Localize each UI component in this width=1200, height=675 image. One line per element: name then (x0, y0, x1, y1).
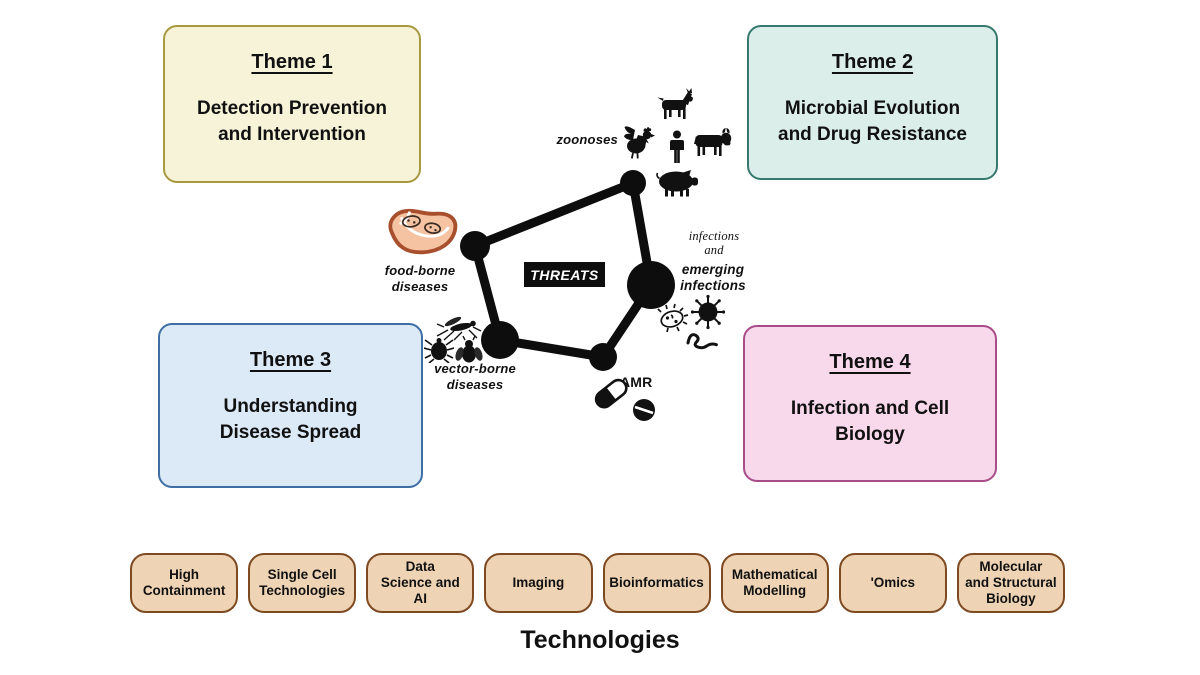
tech-label: Molecular and Structural Biology (965, 558, 1057, 607)
theme-3-box: Theme 3 Understanding Disease Spread (158, 323, 423, 488)
tech-label: 'Omics (870, 574, 916, 590)
tech-label: Imaging (512, 574, 565, 590)
zoonoses-label: zoonoses (556, 132, 618, 147)
vector-borne-diseases-label: vector-borne diseases (434, 361, 516, 392)
theme-1-description: Detection Prevention and Intervention (196, 98, 388, 145)
theme-4-description: Infection and Cell Biology (790, 398, 950, 445)
tablet-icon (633, 399, 655, 421)
theme-4-box: Theme 4 Infection and Cell Biology (743, 325, 997, 482)
tech-label: Bioinformatics (609, 574, 704, 590)
theme-4-title: Theme 4 (829, 351, 911, 373)
tech-box-single-cell-technologies: Single Cell Technologies (248, 553, 357, 613)
meat-icon (388, 208, 458, 255)
threat-node-vector-borne (481, 321, 519, 359)
technologies-title: Technologies (520, 626, 680, 654)
infections-and-label: infections and (688, 229, 740, 257)
rooster-icon (624, 126, 655, 159)
goat-icon (657, 88, 693, 119)
tech-box-mathematical-modelling: Mathematical Modelling (720, 553, 829, 613)
tech-box-imaging: Imaging (484, 553, 593, 613)
tech-box-data-science-and-ai: Data Science and AI (366, 553, 475, 613)
threat-node-food-borne (460, 231, 490, 261)
tech-label: High Containment (142, 566, 226, 598)
threat-node-zoonoses (620, 170, 646, 196)
theme-2-box: Theme 2 Microbial Evolution and Drug Res… (747, 25, 998, 180)
theme-1-box: Theme 1 Detection Prevention and Interve… (163, 25, 421, 183)
technologies-row: High Containment Single Cell Technologie… (130, 553, 1065, 613)
theme-3-description: Understanding Disease Spread (219, 396, 362, 443)
threats-center-label: THREATS (524, 262, 605, 287)
person-icon (670, 130, 684, 163)
theme-2-title: Theme 2 (831, 51, 914, 73)
bacteria-icon (657, 303, 689, 333)
worm-icon (686, 333, 718, 350)
tech-box-omics: 'Omics (838, 553, 947, 613)
tick-icon (424, 338, 454, 363)
food-borne-diseases-label: food-borne diseases (384, 263, 456, 294)
tech-label: Mathematical Modelling (731, 566, 818, 598)
tech-box-high-containment: High Containment (130, 553, 239, 613)
tech-box-molecular-and-structural-biology: Molecular and Structural Biology (956, 553, 1065, 613)
tech-label: Data Science and AI (380, 558, 460, 607)
virus-icon (690, 294, 726, 330)
theme-1-title: Theme 1 (251, 51, 333, 73)
theme-2-description: Microbial Evolution and Drug Resistance (778, 98, 967, 145)
theme-3-title: Theme 3 (249, 349, 332, 371)
pig-icon (656, 170, 698, 197)
emerging-infections-label: emerging infections (680, 262, 746, 294)
tech-box-bioinformatics: Bioinformatics (602, 553, 711, 613)
cow-icon (694, 127, 732, 156)
fly-icon (455, 336, 483, 363)
threat-node-emerging-infections (627, 261, 675, 309)
tech-label: Single Cell Technologies (259, 566, 346, 598)
threat-node-amr (589, 343, 617, 371)
capsule-icon (594, 378, 628, 409)
amr-label: AMR (620, 374, 653, 390)
